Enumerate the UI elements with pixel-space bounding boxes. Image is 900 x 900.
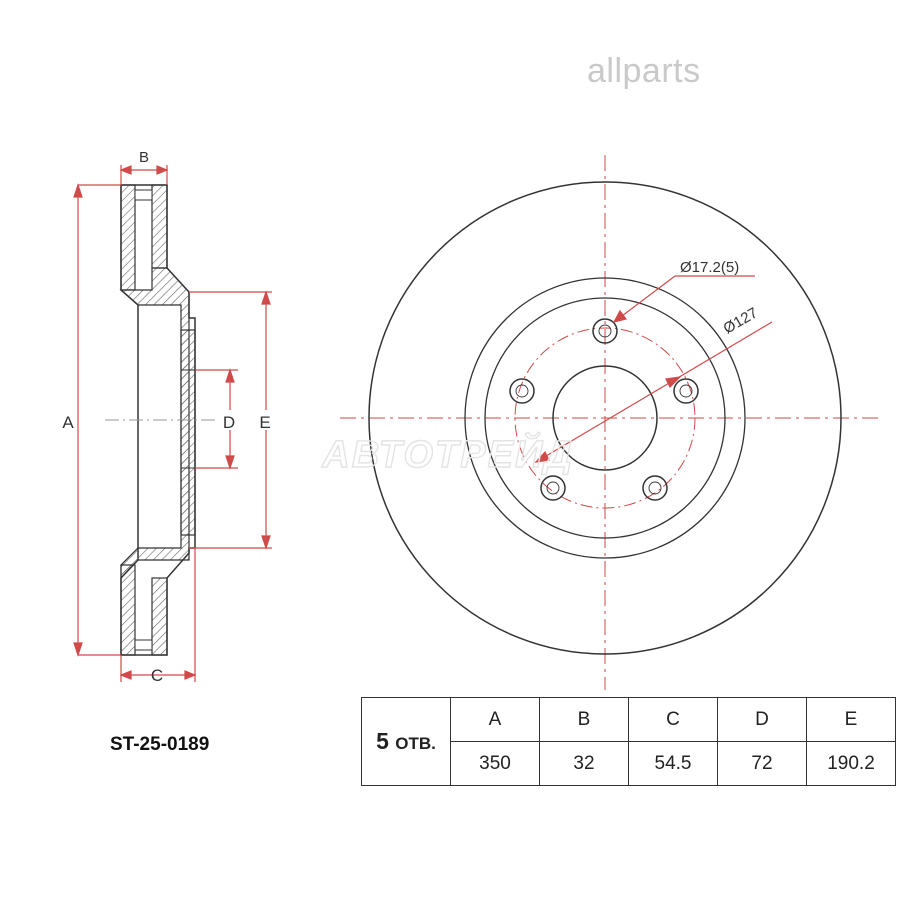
bolt-hole-4	[540, 475, 566, 501]
dimension-B	[119, 165, 169, 185]
bolt-hole-leader	[612, 275, 755, 323]
holes-count: 5	[376, 728, 396, 754]
value-A: 350	[450, 741, 540, 786]
dimension-C	[119, 548, 197, 682]
friction-inner-edge	[464, 277, 746, 559]
pcd-leader	[534, 321, 773, 463]
side-section-view	[105, 184, 240, 656]
bolt-holes	[509, 318, 699, 501]
spec-header-row: 5 ОТВ. A B C D E	[361, 697, 896, 786]
top-inner-ring	[151, 184, 168, 269]
header-D: D	[717, 697, 807, 742]
label-B: B	[139, 149, 149, 166]
value-E: 190.2	[806, 741, 896, 786]
center-bore-step	[180, 329, 196, 536]
header-A: A	[450, 697, 540, 742]
spec-value-row: 350 32 54.5 72 190.2	[362, 741, 896, 786]
value-B: 32	[539, 741, 629, 786]
bolt-hole-1	[592, 318, 618, 344]
header-C: C	[628, 697, 718, 742]
holes-unit: ОТВ.	[395, 734, 436, 753]
spec-table: 5 ОТВ. A B C D E 350 32 54.5 72 190.2	[361, 697, 896, 786]
bolt-hole-3	[642, 475, 668, 501]
header-B: B	[539, 697, 629, 742]
disc-outer-edge	[368, 181, 842, 655]
header-E: E	[806, 697, 896, 742]
pcd-circle	[514, 327, 696, 509]
label-C: C	[151, 666, 163, 685]
hat-outer-edge	[484, 297, 726, 539]
bolt-hole-2	[673, 378, 699, 404]
label-D: D	[223, 413, 235, 432]
label-A: A	[62, 413, 74, 432]
bottom-inner-ring	[151, 577, 168, 656]
brand-watermark: АВТОТРЕЙД	[321, 431, 573, 476]
hat-section	[119, 267, 190, 580]
value-D: 72	[717, 741, 807, 786]
label-bolt-hole: Ø17.2(5)	[680, 259, 739, 276]
front-view: Ø17.2(5) Ø127 АВТОТРЕЙД	[321, 155, 880, 690]
top-outer-ring	[120, 184, 136, 291]
center-bore	[552, 365, 658, 471]
bolt-hole-5	[509, 378, 535, 404]
value-C: 54.5	[628, 741, 718, 786]
label-E: E	[259, 413, 270, 432]
bottom-outer-ring	[120, 564, 136, 656]
holes-cell: 5 ОТВ.	[361, 697, 451, 786]
part-number: ST-25-0189	[110, 734, 210, 755]
allparts-watermark: allparts	[587, 52, 701, 90]
dimension-A	[73, 183, 121, 657]
